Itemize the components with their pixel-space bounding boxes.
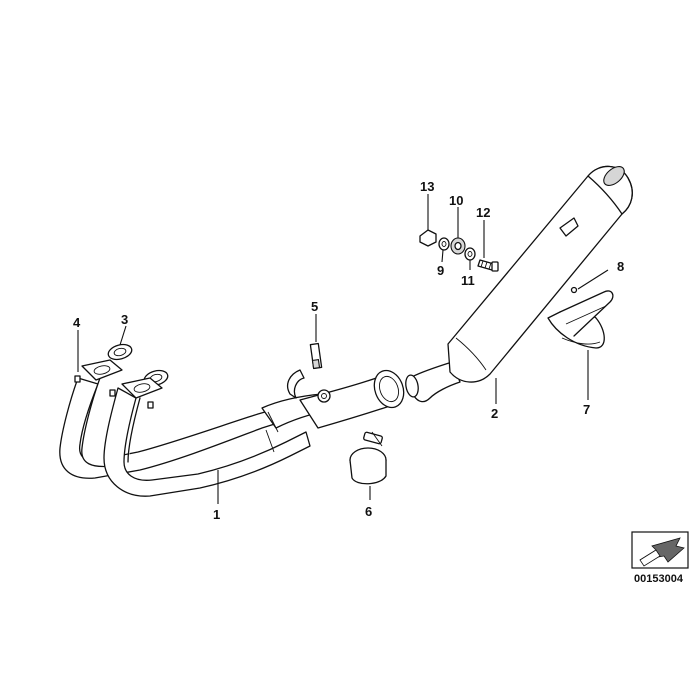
header-pipes[interactable]: [59, 377, 331, 497]
callout-4: 4: [73, 315, 81, 330]
callout-5: 5: [311, 299, 318, 314]
callout-10: 10: [449, 193, 463, 208]
silencer-bracket[interactable]: [547, 290, 614, 349]
small-screw[interactable]: [570, 286, 578, 294]
callout-12: 12: [476, 205, 490, 220]
flange-nut[interactable]: [74, 375, 154, 409]
callout-7: 7: [583, 402, 590, 417]
header-flanges: [81, 359, 163, 399]
diagram-code: 00153004: [634, 573, 684, 585]
callout-6: 6: [365, 504, 372, 519]
mounting-bolt: [477, 259, 499, 272]
callout-13: 13: [420, 179, 434, 194]
collector-pipe[interactable]: [299, 366, 409, 429]
callout-9: 9: [437, 263, 444, 278]
mounting-hardware[interactable]: [419, 229, 499, 272]
hex-nut: [419, 229, 437, 247]
pipe-clamp[interactable]: [349, 431, 387, 485]
oxygen-sensor[interactable]: [286, 342, 323, 399]
callout-11: 11: [461, 273, 475, 288]
callout-1: 1: [213, 507, 220, 522]
callout-labels: 1 2 3 4 5 6 7 8 9 10 11 12 13: [73, 179, 624, 522]
callout-3: 3: [121, 312, 128, 327]
silencer[interactable]: [404, 163, 633, 403]
washer: [438, 237, 450, 251]
diagram-code-box: 00153004: [631, 531, 689, 585]
callout-2: 2: [491, 406, 498, 421]
callout-8: 8: [617, 259, 624, 274]
spacer: [464, 247, 476, 261]
leader-lines: [77, 194, 609, 504]
